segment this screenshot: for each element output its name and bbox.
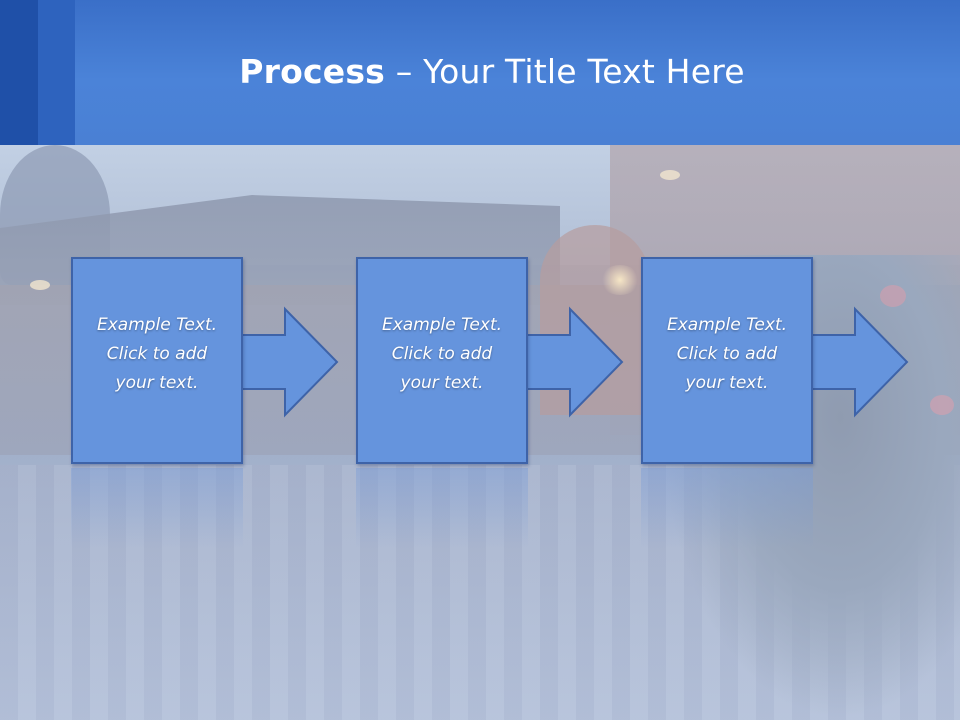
step-text-line: Example Text.: [96, 315, 218, 335]
title-rest: – Your Title Text Here: [385, 52, 745, 91]
step-text-line: your text.: [685, 373, 769, 393]
step-arrow-icon: [525, 306, 624, 418]
step-reflection: [71, 468, 243, 548]
step-text[interactable]: Example Text. Click to add your text.: [75, 311, 239, 398]
header-accent-strip-light: [38, 0, 75, 145]
step-box: [641, 257, 813, 464]
step-text[interactable]: Example Text. Click to add your text.: [645, 311, 809, 398]
step-text-line: Example Text.: [381, 315, 503, 335]
photo-flower: [880, 285, 906, 307]
photo-chandelier: [600, 265, 640, 295]
step-text-line: your text.: [115, 373, 199, 393]
step-box: [71, 257, 243, 464]
photo-flower: [930, 395, 954, 415]
step-box: [356, 257, 528, 464]
step-text-line: Example Text.: [666, 315, 788, 335]
step-text-line: your text.: [400, 373, 484, 393]
process-step-3[interactable]: Example Text. Click to add your text.: [641, 257, 909, 467]
step-reflection: [356, 468, 528, 548]
photo-garage-light: [30, 280, 50, 290]
step-text-line: Click to add: [676, 344, 778, 364]
step-arrow-icon: [240, 306, 339, 418]
header-band: Process – Your Title Text Here: [0, 0, 960, 145]
process-step-2[interactable]: Example Text. Click to add your text.: [356, 257, 624, 467]
slide-title[interactable]: Process – Your Title Text Here: [0, 52, 960, 91]
step-text-line: Click to add: [391, 344, 493, 364]
step-text[interactable]: Example Text. Click to add your text.: [360, 311, 524, 398]
step-reflection: [641, 468, 813, 548]
step-arrow-icon: [810, 306, 909, 418]
title-bold: Process: [239, 52, 386, 91]
header-accent-strip: [0, 0, 38, 145]
photo-ceiling-light: [660, 170, 680, 180]
process-step-1[interactable]: Example Text. Click to add your text.: [71, 257, 339, 467]
step-text-line: Click to add: [106, 344, 208, 364]
